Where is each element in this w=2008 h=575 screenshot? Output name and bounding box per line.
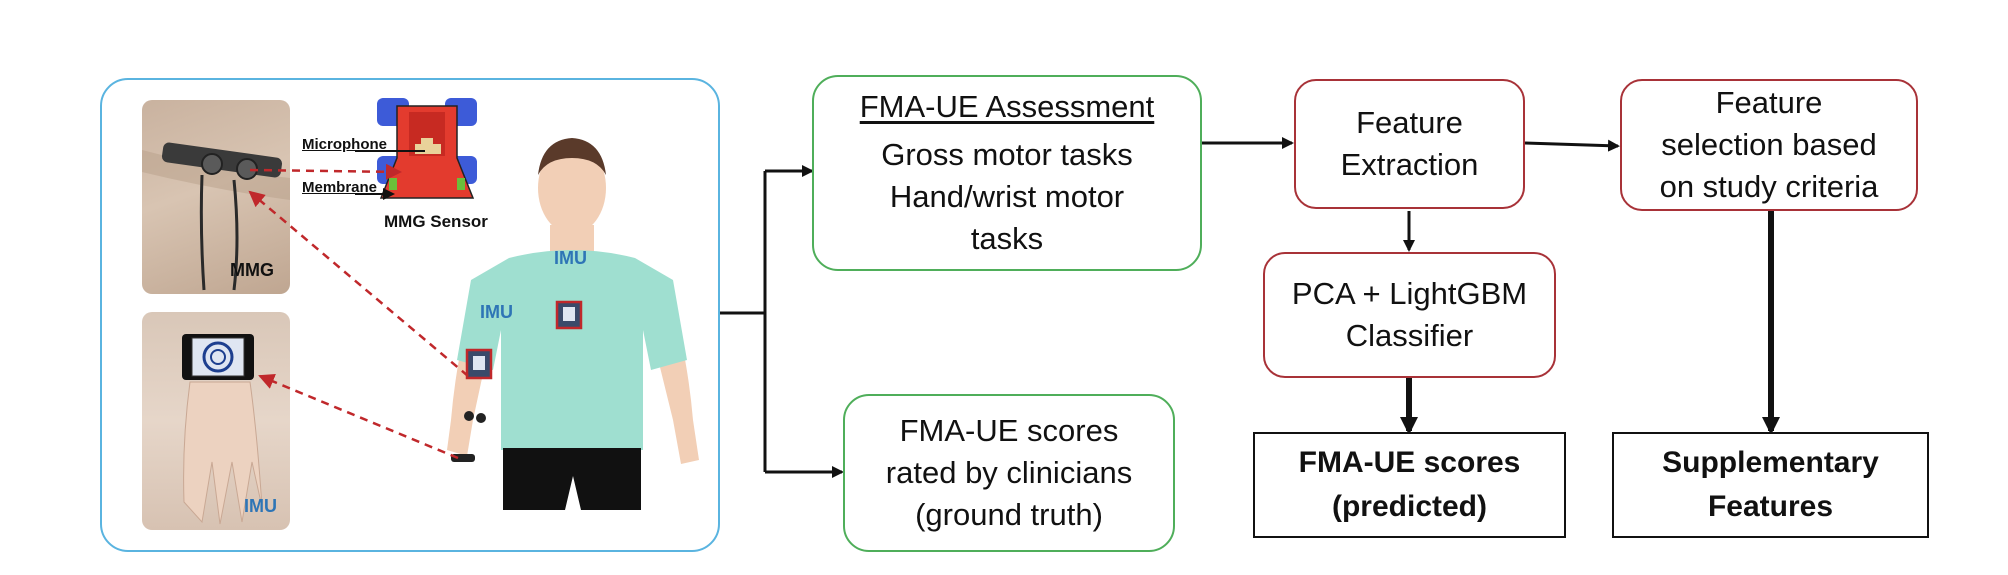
ground-truth-line-3: (ground truth) (915, 497, 1103, 532)
wrist-to-imu-arrow (258, 373, 459, 460)
membrane-callout: Membrane (302, 179, 378, 196)
predicted-line-1: FMA-UE scores (1298, 446, 1521, 479)
feature-extraction-line-2: Extraction (1340, 147, 1479, 182)
mmg-to-sensor-arrow (249, 163, 402, 180)
imu-photo: IMU (142, 312, 290, 530)
assessment-line-3: tasks (970, 221, 1044, 256)
arm-imu-label: IMU (480, 302, 513, 322)
mmg-band-icon (142, 142, 290, 291)
feature-extraction-line-1: Feature (1356, 105, 1463, 140)
mmg-sensor-caption: MMG Sensor (384, 212, 488, 231)
feature-selection-box: Feature selection based on study criteri… (1620, 79, 1918, 211)
sensor-housing-icon (377, 98, 477, 199)
imu-photo-label: IMU (244, 496, 277, 516)
human-figure-icon (447, 138, 699, 510)
sensor-setup-panel: MMG IMU Microphone Membrane MMG (100, 78, 720, 552)
arrow-to-feature-selection (1524, 139, 1620, 152)
assessment-title: FMA-UE Assessment (859, 89, 1155, 124)
classifier-box: PCA + LightGBM Classifier (1263, 252, 1556, 378)
predicted-line-2: (predicted) (1331, 490, 1487, 523)
supplementary-line-1: Supplementary (1662, 446, 1879, 479)
assessment-box: FMA-UE Assessment Gross motor tasks Hand… (812, 75, 1202, 271)
microphone-callout: Microphone (302, 136, 387, 153)
mmg-sensor-diagram (355, 98, 477, 200)
wrist-imu-icon (182, 334, 263, 525)
classifier-line-1: PCA + LightGBM (1291, 276, 1528, 311)
sensor-pointer-arrows (248, 163, 469, 460)
classifier-line-2: Classifier (1345, 318, 1474, 353)
supplementary-line-2: Features (1707, 490, 1834, 523)
predicted-scores-box: FMA-UE scores (predicted) (1253, 432, 1566, 538)
mmg-photo-label: MMG (230, 260, 274, 280)
chest-imu-label: IMU (554, 248, 587, 268)
assessment-line-2: Hand/wrist motor (889, 179, 1125, 214)
ground-truth-line-2: rated by clinicians (885, 455, 1133, 490)
flow-connectors (720, 137, 1780, 478)
feature-selection-line-2: selection based (1661, 127, 1877, 162)
feature-extraction-box: Feature Extraction (1294, 79, 1525, 209)
feature-selection-line-3: on study criteria (1659, 169, 1879, 204)
feature-selection-line-1: Feature (1715, 85, 1823, 120)
assessment-line-1: Gross motor tasks (881, 137, 1133, 172)
ground-truth-line-1: FMA-UE scores (899, 413, 1119, 448)
ground-truth-box: FMA-UE scores rated by clinicians (groun… (843, 394, 1175, 552)
forearm-to-mmg-arrow (248, 190, 469, 377)
mmg-photo: MMG (142, 100, 290, 294)
supplementary-features-box: Supplementary Features (1612, 432, 1929, 538)
